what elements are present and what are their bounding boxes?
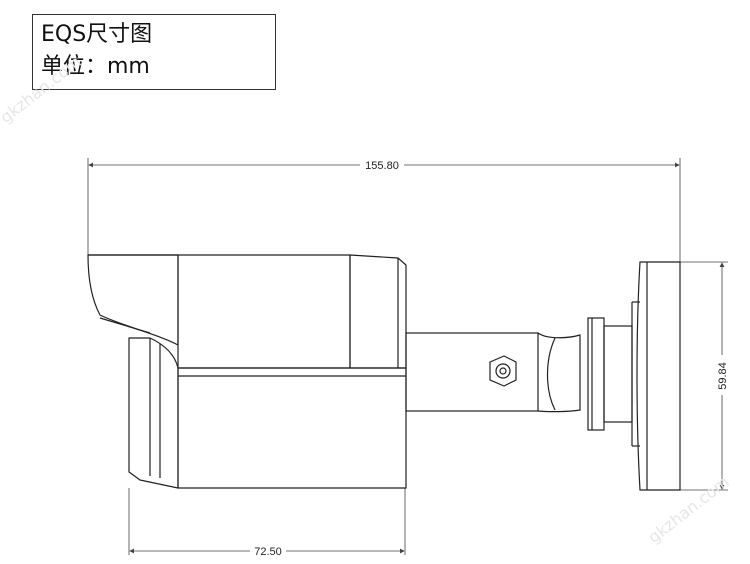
housing-bottom: [177, 367, 407, 489]
wall-base: [631, 261, 681, 491]
title-box: EQS尺寸图 单位：mm: [32, 14, 276, 90]
extension-lines: [87, 158, 728, 555]
total-length-label: 155.80: [365, 160, 399, 172]
sunshield: [87, 254, 179, 346]
joint-collar: [587, 317, 633, 431]
lens-front: [128, 337, 179, 489]
mount-arm: [405, 332, 581, 413]
unit-label: 单位：mm: [41, 54, 150, 79]
camera-body: [87, 254, 407, 489]
mount-nut: [489, 355, 517, 387]
base-height-label: 59.84: [717, 362, 729, 390]
drawing-title: EQS尺寸图: [41, 22, 153, 47]
housing-top: [177, 254, 351, 369]
body-length-label: 72.50: [254, 546, 282, 558]
